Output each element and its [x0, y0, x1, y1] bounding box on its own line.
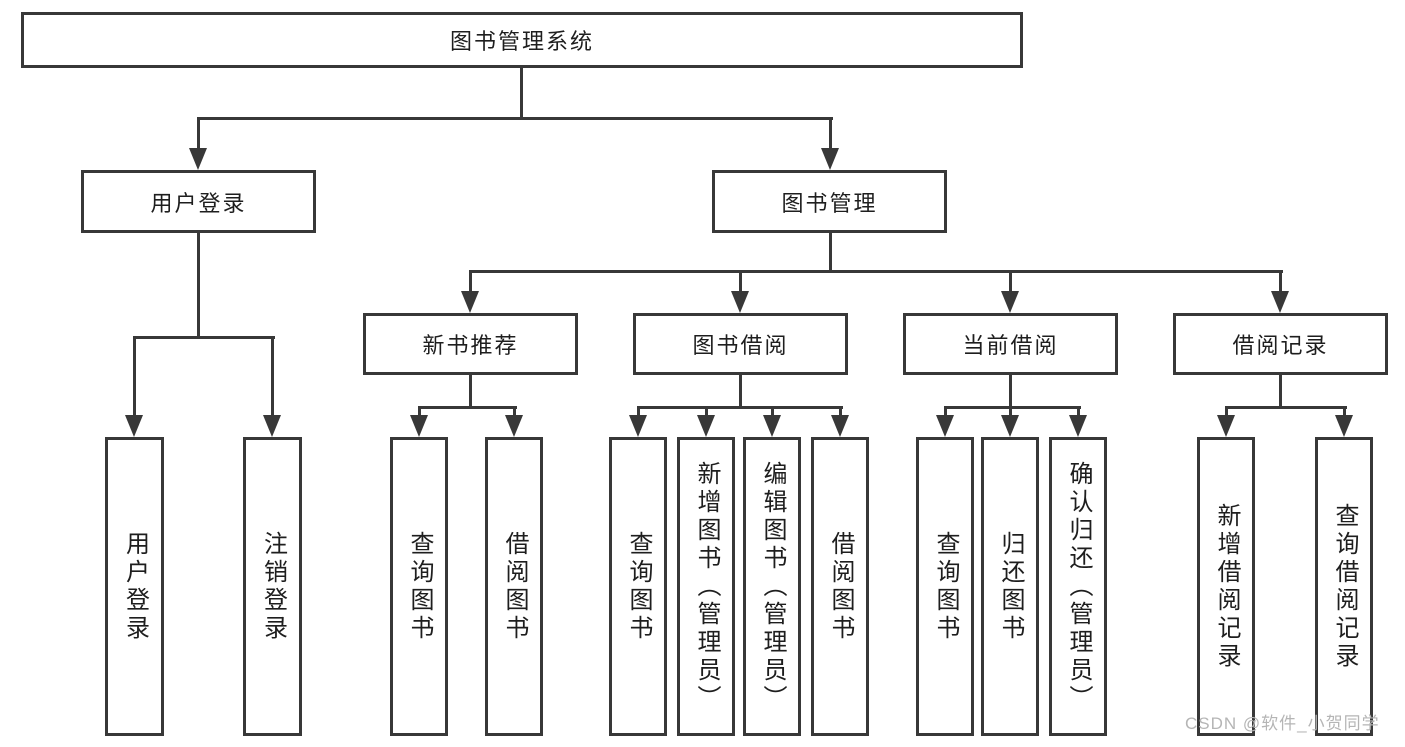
leaf-recommend-borrow-books: 借阅图书	[485, 437, 543, 736]
arrowhead-borrow	[731, 291, 749, 313]
leaf-borrow-add-books-admin: 新增图书（管理员）	[677, 437, 735, 736]
leaf-current-return-books: 归还图书	[981, 437, 1039, 736]
connector-drop-recommend-1	[418, 406, 421, 418]
node-current-borrow: 当前借阅	[903, 313, 1118, 375]
connector-drop-borrow-2	[705, 406, 708, 418]
leaf-current-return-books-label: 归还图书	[997, 530, 1024, 643]
leaf-records-query-record: 查询借阅记录	[1315, 437, 1373, 736]
connector-drop-current-3	[1077, 406, 1080, 418]
leaf-borrow-add-books-admin-label: 新增图书（管理员）	[693, 460, 720, 713]
node-current-borrow-label: 当前借阅	[962, 333, 1059, 358]
arrowhead-user-login	[189, 148, 207, 170]
connector-drop-recommend	[469, 270, 472, 292]
arrowhead-borrow-2	[697, 415, 715, 437]
node-user-login: 用户登录	[81, 170, 316, 233]
connector-book-mgmt-stem	[829, 233, 832, 272]
node-book-management: 图书管理	[712, 170, 947, 233]
connector-drop-borrow-3	[771, 406, 774, 418]
leaf-records-query-record-label: 查询借阅记录	[1331, 502, 1358, 671]
connector-split-current	[944, 406, 1081, 409]
node-book-borrow-label: 图书借阅	[692, 333, 789, 358]
leaf-current-query-books: 查询图书	[916, 437, 974, 736]
arrowhead-borrow-1	[629, 415, 647, 437]
connector-drop-borrow-4	[839, 406, 842, 418]
node-new-book-recommend: 新书推荐	[363, 313, 578, 375]
connector-user-login-stem	[197, 233, 200, 338]
leaf-borrow-borrow-books-label: 借阅图书	[827, 530, 854, 643]
connector-drop-borrow	[739, 270, 742, 292]
connector-split-level2	[197, 117, 833, 120]
arrowhead-book-mgmt	[821, 148, 839, 170]
leaf-records-add-record: 新增借阅记录	[1197, 437, 1255, 736]
connector-drop-login	[133, 336, 136, 417]
leaf-borrow-borrow-books: 借阅图书	[811, 437, 869, 736]
arrowhead-borrow-3	[763, 415, 781, 437]
connector-drop-user-login	[197, 117, 200, 150]
connector-drop-logout	[271, 336, 274, 417]
connector-drop-current-2	[1009, 406, 1012, 418]
node-book-borrow: 图书借阅	[633, 313, 848, 375]
connector-drop-records	[1279, 270, 1282, 292]
connector-split-borrow	[637, 406, 843, 409]
connector-current-stem	[1009, 375, 1012, 408]
connector-root-stem	[520, 68, 523, 120]
connector-drop-records-1	[1225, 406, 1228, 418]
connector-split-level3	[469, 270, 1283, 273]
connector-drop-recommend-2	[513, 406, 516, 418]
connector-recommend-stem	[469, 375, 472, 408]
arrowhead-recommend-2	[505, 415, 523, 437]
connector-split-login-group	[133, 336, 275, 339]
leaf-current-confirm-return-admin: 确认归还（管理员）	[1049, 437, 1107, 736]
arrowhead-records-2	[1335, 415, 1353, 437]
connector-drop-records-2	[1343, 406, 1346, 418]
arrowhead-current-2	[1001, 415, 1019, 437]
leaf-recommend-borrow-books-label: 借阅图书	[501, 530, 528, 643]
node-user-login-label: 用户登录	[150, 190, 247, 216]
leaf-user-login: 用户登录	[105, 437, 164, 736]
leaf-current-confirm-return-admin-label: 确认归还（管理员）	[1065, 460, 1092, 713]
leaf-borrow-query-books-label: 查询图书	[625, 530, 652, 643]
leaf-user-login-label: 用户登录	[121, 530, 149, 643]
arrowhead-records	[1271, 291, 1289, 313]
connector-drop-book-mgmt	[829, 117, 832, 150]
connector-drop-borrow-1	[637, 406, 640, 418]
node-root: 图书管理系统	[21, 12, 1023, 68]
connector-borrow-stem	[739, 375, 742, 408]
arrowhead-current-3	[1069, 415, 1087, 437]
connector-drop-current	[1009, 270, 1012, 292]
arrowhead-logout	[263, 415, 281, 437]
arrowhead-records-1	[1217, 415, 1235, 437]
arrowhead-borrow-4	[831, 415, 849, 437]
connector-split-recommend	[418, 406, 517, 409]
leaf-borrow-edit-books-admin-label: 编辑图书（管理员）	[759, 460, 786, 713]
arrowhead-recommend-1	[410, 415, 428, 437]
leaf-borrow-edit-books-admin: 编辑图书（管理员）	[743, 437, 801, 736]
node-new-book-recommend-label: 新书推荐	[422, 333, 519, 358]
leaf-recommend-query-books: 查询图书	[390, 437, 448, 736]
csdn-watermark: CSDN @软件_小贺同学	[1185, 714, 1380, 733]
arrowhead-current-1	[936, 415, 954, 437]
connector-records-stem	[1279, 375, 1282, 408]
arrowhead-current	[1001, 291, 1019, 313]
leaf-current-query-books-label: 查询图书	[932, 530, 959, 643]
leaf-recommend-query-books-label: 查询图书	[406, 530, 433, 643]
node-borrow-records: 借阅记录	[1173, 313, 1388, 375]
arrowhead-recommend	[461, 291, 479, 313]
node-borrow-records-label: 借阅记录	[1232, 333, 1329, 358]
leaf-logout: 注销登录	[243, 437, 302, 736]
connector-split-records	[1225, 406, 1347, 409]
arrowhead-login	[125, 415, 143, 437]
leaf-records-add-record-label: 新增借阅记录	[1213, 502, 1240, 671]
leaf-logout-label: 注销登录	[259, 530, 287, 643]
node-book-management-label: 图书管理	[781, 190, 878, 216]
connector-drop-current-1	[944, 406, 947, 418]
leaf-borrow-query-books: 查询图书	[609, 437, 667, 736]
node-root-label: 图书管理系统	[449, 29, 594, 54]
